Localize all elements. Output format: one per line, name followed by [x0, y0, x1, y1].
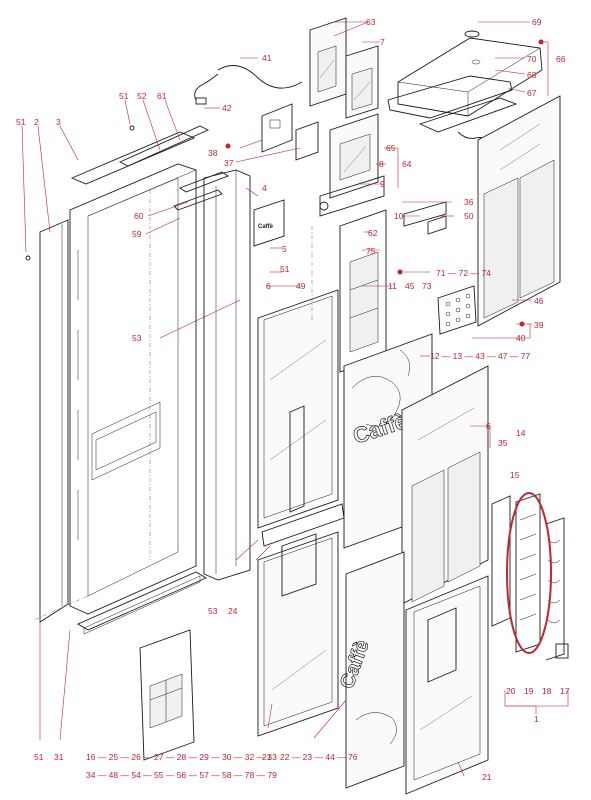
callout-14: 14	[516, 428, 526, 438]
callout-21-right: 21	[482, 772, 492, 782]
callout-34-group: 34 — 48 — 54 — 55 — 56 — 57 — 58 — 78 — …	[86, 770, 277, 780]
price-sign-panel	[139, 629, 195, 761]
sticker-brand-text: Caffè	[258, 224, 274, 230]
side-panel	[25, 219, 69, 623]
callout-6-upper: 6	[266, 281, 271, 291]
callout-15: 15	[510, 470, 520, 480]
callout-24: 24	[228, 606, 238, 616]
callout-21-center: 21	[262, 752, 272, 762]
top-cover	[70, 125, 210, 185]
product-rack	[491, 492, 569, 707]
inner-door-frame	[311, 209, 387, 373]
control-board	[261, 103, 319, 161]
callout-1: 1	[534, 714, 539, 724]
callout-18: 18	[542, 686, 552, 696]
callout-60: 60	[134, 211, 144, 221]
callout-31: 31	[54, 752, 64, 762]
callout-71-72-74: 71 — 72 — 74	[436, 268, 491, 278]
outer-glass-door	[257, 289, 345, 737]
small-brackets	[403, 201, 447, 235]
callout-17: 17	[560, 686, 570, 696]
bottom-plinth	[77, 571, 207, 635]
callout-12-13-43-47-77: 12 — 13 — 43 — 47 — 77	[430, 351, 530, 361]
callout-49: 49	[296, 281, 306, 291]
graphic-panel-lower: Caffè	[336, 551, 405, 789]
callout-39: 39	[534, 320, 544, 330]
front-glass-door	[401, 365, 489, 605]
callout-10: 10	[394, 211, 404, 221]
callout-2: 2	[34, 117, 39, 127]
callout-3: 3	[56, 117, 61, 127]
door-frame	[173, 169, 251, 581]
callout-67: 67	[527, 88, 537, 98]
display-panels	[309, 17, 379, 119]
callout-50: 50	[464, 211, 474, 221]
callout-51-bottom: 51	[34, 752, 44, 762]
brand-sticker: Caffè	[253, 199, 285, 247]
callout-6-lower: 6	[486, 421, 491, 431]
callout-65: 65	[386, 143, 396, 153]
callout-64: 64	[402, 159, 412, 169]
callout-73: 73	[422, 281, 432, 291]
callout-36: 36	[464, 197, 474, 207]
rear-vent-panel	[477, 95, 561, 327]
callout-66: 66	[556, 54, 566, 64]
lower-glass-door	[405, 575, 489, 795]
callout-45: 45	[405, 281, 415, 291]
reference-dots	[225, 39, 544, 327]
callout-22-23-44-76: 22 — 23 — 44 — 76	[280, 752, 358, 762]
callout-4: 4	[262, 183, 267, 193]
callout-labels: 63 7 69 66 70 68 67 41 42 51 52 61 51 2 …	[16, 17, 570, 782]
callout-61: 61	[157, 91, 167, 101]
callout-75: 75	[366, 246, 376, 256]
callout-51-left: 51	[16, 117, 26, 127]
callout-35: 35	[498, 438, 508, 448]
callout-37: 37	[224, 158, 234, 168]
callout-51-top: 51	[119, 91, 129, 101]
callout-63: 63	[366, 17, 376, 27]
callout-52: 52	[137, 91, 147, 101]
callout-41: 41	[262, 53, 272, 63]
callout-59: 59	[132, 229, 142, 239]
callout-9: 9	[380, 179, 385, 189]
callout-20: 20	[506, 686, 516, 696]
callout-53-bottom: 53	[208, 606, 218, 616]
keypad	[437, 285, 477, 335]
callout-8: 8	[379, 159, 384, 169]
wiring-harness	[194, 65, 303, 105]
callout-38: 38	[208, 148, 218, 158]
display-module	[319, 113, 385, 217]
cabinet-frame	[33, 163, 197, 621]
callout-40: 40	[516, 333, 526, 343]
callout-62: 62	[368, 228, 378, 238]
callout-19: 19	[524, 686, 534, 696]
callout-70: 70	[527, 54, 537, 64]
callout-69: 69	[532, 17, 542, 27]
callout-5: 5	[282, 244, 287, 254]
callout-51-mid: 51	[280, 264, 290, 274]
callout-11: 11	[388, 281, 397, 291]
callout-7: 7	[380, 37, 385, 47]
callout-68: 68	[527, 70, 537, 80]
callout-46: 46	[534, 296, 544, 306]
callout-42: 42	[222, 103, 232, 113]
callout-53-left: 53	[132, 333, 142, 343]
leader-lines	[21, 21, 549, 777]
callout-16-group: 16 — 25 — 26 — 27 — 28 — 29 — 30 — 32 — …	[86, 752, 277, 762]
